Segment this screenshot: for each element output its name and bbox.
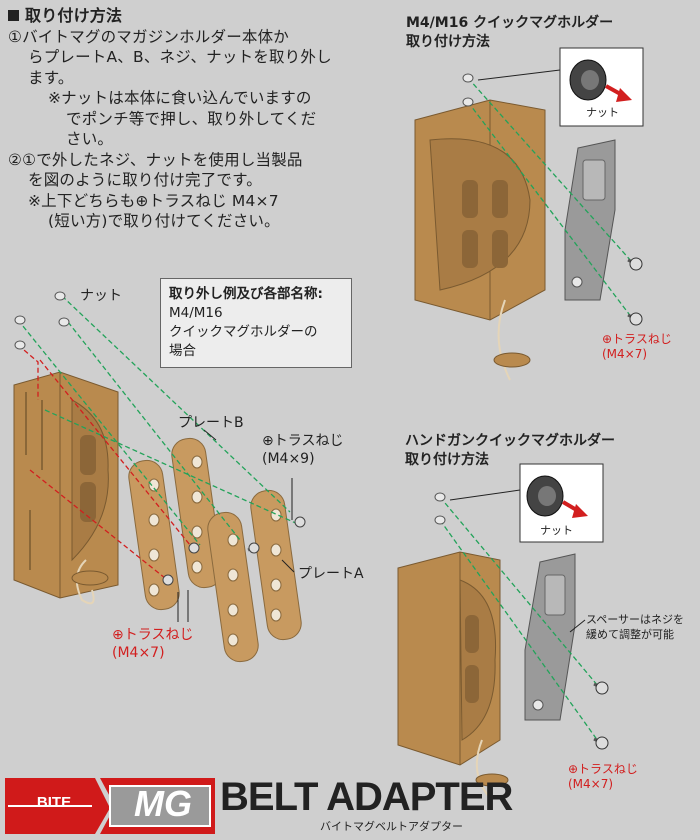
leader-lines (177, 429, 295, 622)
plate-b-label: プレートB (178, 415, 244, 431)
plate-a-pair (207, 489, 302, 663)
instruction-line: ②①で外したネジ、ナットを使用し当製品 (8, 150, 303, 169)
left-nuts (14, 291, 70, 350)
top-right-title: M4/M16 クイックマグホルダー 取り付け方法 (406, 15, 614, 50)
instruction-line: ①バイトマグのマガジンホルダー本体か (8, 27, 289, 46)
top-right-nuts (462, 73, 474, 107)
bottom-right-nuts (434, 492, 446, 525)
parts-box-line: 場合 (169, 343, 196, 359)
bottom-right-nut-label: ナット (540, 524, 573, 537)
instruction-note: ※上下どちらも⊕トラスねじ M4×7 (28, 191, 279, 210)
bottom-right-title: ハンドガンクイックマグホルダー 取り付け方法 (405, 433, 615, 468)
screw-m4x9-label: ⊕トラスねじ (M4×9) (262, 433, 344, 467)
brand-logo-art (5, 778, 215, 834)
instruction-note: でポンチ等で押し、取り外してくだ (66, 109, 317, 128)
top-right-nut-label: ナット (586, 106, 619, 119)
bottom-right-nut-callout (449, 463, 604, 543)
brand-mg: MG (134, 783, 192, 824)
bottom-right-bracket (524, 553, 576, 721)
left-mag-holder (13, 371, 119, 605)
bottom-right-guides (439, 496, 599, 742)
screw-m4x7-label: ⊕トラスねじ (M4×7) (112, 627, 194, 661)
brand-product: BELT ADAPTER (220, 775, 513, 819)
top-right-screw-label: ⊕トラスねじ (M4×7) (602, 332, 672, 361)
instruction-line: らプレートA、B、ネジ、ナットを取り外し (28, 48, 332, 66)
plate-a-label: プレートA (298, 566, 364, 582)
instruction-line: を図のように取り付け完了です。 (28, 171, 262, 189)
top-right-screws (627, 257, 643, 326)
spacer-leader (569, 619, 586, 633)
instruction-note: ※ナットは本体に食い込んでいますの (48, 89, 312, 107)
bottom-right-screw-label: ⊕トラスねじ (M4×7) (568, 762, 638, 791)
instructions: 取り付け方法 ①バイトマグのマガジンホルダー本体か らプレートA、B、ネジ、ナッ… (8, 6, 360, 232)
left-screws (162, 516, 306, 586)
plate-b-pair (128, 437, 223, 611)
top-right-guides (467, 77, 633, 319)
bottom-right-screws (593, 681, 609, 750)
bottom-right-mag-holder (397, 551, 509, 801)
brand-logo: BITE MG BELT ADAPTER バイトマグベルトアダプター (0, 768, 700, 840)
nut-label: ナット (80, 288, 122, 304)
green-guide-lines (17, 295, 301, 546)
parts-box-title: 取り外し例及び各部名称: (169, 286, 323, 302)
red-guide-lines (17, 344, 191, 579)
brand-bite: BITE (36, 794, 72, 811)
instruction-note: さい。 (66, 130, 114, 148)
top-right-mag-holder (414, 99, 546, 381)
top-right-bracket (564, 139, 616, 301)
parts-box-line: M4/M16 (169, 305, 223, 321)
instruction-note: (短い方)で取り付けてください。 (48, 212, 280, 230)
instruction-line: ます。 (28, 68, 74, 87)
plate-holes (148, 455, 282, 647)
instructions-heading: 取り付け方法 (8, 6, 360, 27)
brand-product-jp: バイトマグベルトアダプター (320, 820, 463, 833)
parts-box: 取り外し例及び各部名称: M4/M16 クイックマグホルダーの 場合 (160, 278, 352, 368)
square-bullet-icon (8, 10, 19, 21)
parts-box-line: クイックマグホルダーの (169, 324, 318, 340)
spacer-note: スペーサーはネジを 緩めて調整が可能 (586, 613, 685, 641)
top-right-nut-callout (477, 47, 644, 127)
